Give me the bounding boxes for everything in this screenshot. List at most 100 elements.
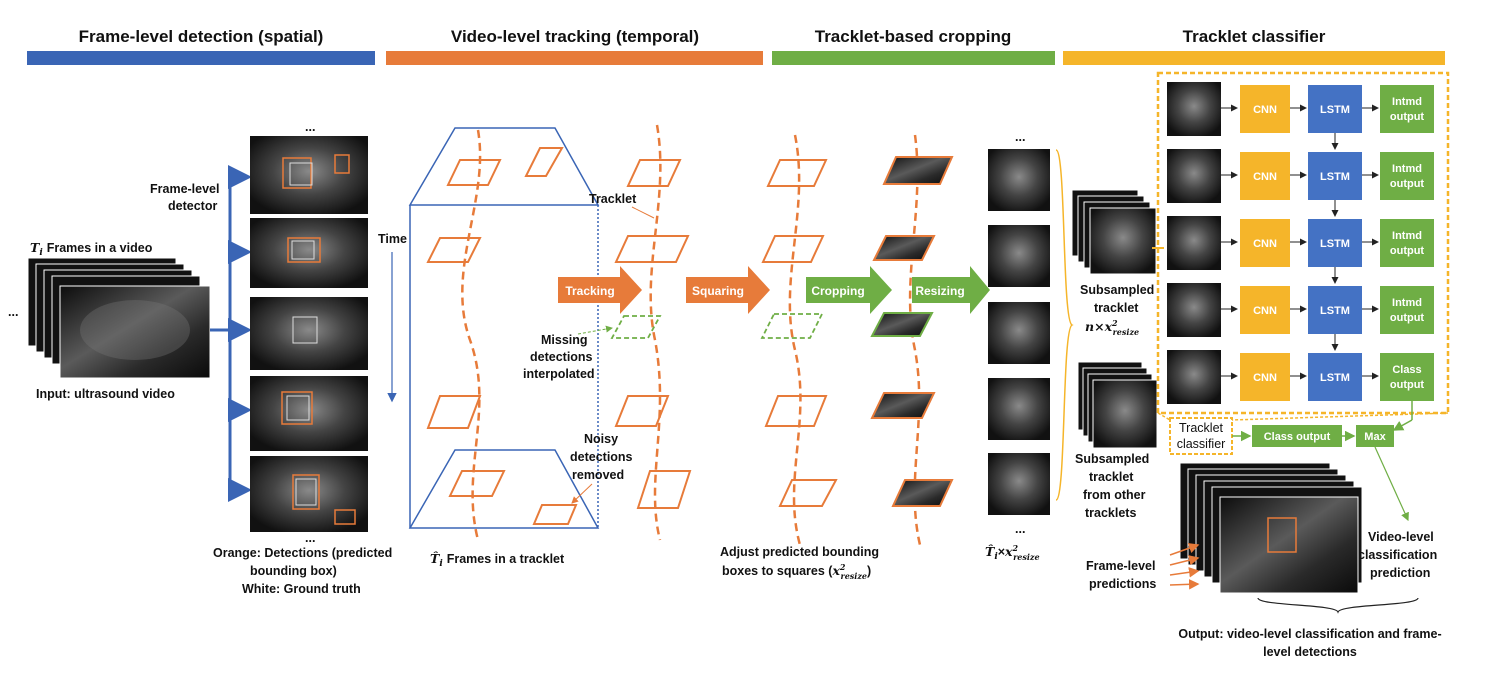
output-label-bottom: output [1390, 245, 1425, 257]
arrow-to-video-prediction [1374, 446, 1409, 522]
detection-frame-2 [250, 218, 368, 288]
output-label-1: Output: video-level classification and f… [1178, 627, 1441, 641]
lstm-label: LSTM [1320, 104, 1350, 116]
cnn-box [1240, 286, 1290, 334]
output-video-stack [1179, 462, 1363, 594]
adjust-label-1: Adjust predicted bounding [720, 545, 879, 559]
squared-interpolated [760, 313, 824, 339]
frame-level-detector-label-2: detector [168, 199, 217, 213]
lstm-label: LSTM [1320, 171, 1350, 183]
output-box [1380, 286, 1434, 334]
interpolated-detection [610, 315, 662, 339]
output-label-top: Intmd [1392, 163, 1422, 175]
classifier-row-1: CNN LSTM Intmd output [1167, 82, 1434, 150]
noisy-pointer [571, 483, 593, 504]
detection-frame-5 [250, 456, 368, 532]
subsampled-label-2: tracklet [1094, 301, 1139, 315]
output-label-2: level detections [1263, 645, 1357, 659]
cnn-label: CNN [1253, 305, 1277, 317]
header-bar-tracking [386, 51, 763, 65]
header-bar-classifier [1063, 51, 1445, 65]
cnn-label: CNN [1253, 104, 1277, 116]
tracklet-classifier-label-1: Tracklet [1179, 421, 1224, 435]
lstm-box [1308, 219, 1362, 267]
missing-label-3: interpolated [523, 367, 595, 381]
video-level-label-1: Video-level [1368, 530, 1434, 544]
output-label-bottom: output [1390, 379, 1425, 391]
video-level-label-2: classification [1358, 548, 1437, 562]
legend-white: White: Ground truth [242, 582, 361, 596]
output-box [1380, 85, 1434, 133]
lstm-label: LSTM [1320, 372, 1350, 384]
time-label: Time [378, 232, 407, 246]
input-label: Input: ultrasound video [36, 387, 175, 401]
cnn-label: CNN [1253, 372, 1277, 384]
step-arrow-tracking: Tracking [558, 266, 642, 314]
missing-label-1: Missing [541, 333, 588, 347]
class-output-to-max [1392, 419, 1413, 431]
cnn-label: CNN [1253, 238, 1277, 250]
tracklet-classifier-label-2: classifier [1177, 437, 1226, 451]
ellipsis-resized-top: ... [1015, 130, 1025, 144]
detections-raw [426, 147, 578, 525]
svg-text:Tracking: Tracking [565, 284, 614, 298]
tracklet-path-3 [788, 134, 802, 546]
frame-predictions-label-2: predictions [1089, 577, 1156, 591]
svg-text:Resizing: Resizing [915, 284, 964, 298]
noisy-label-1: Noisy [584, 432, 618, 446]
cnn-label: CNN [1253, 171, 1277, 183]
noisy-label-2: detections [570, 450, 633, 464]
other-label-3: from other [1083, 488, 1146, 502]
legend-orange-2: bounding box) [250, 564, 337, 578]
tracklet-classifier-box [1169, 417, 1233, 455]
classifier-zoom-line-1 [1157, 412, 1171, 421]
missing-pointer [577, 325, 613, 335]
resized-frames [988, 149, 1050, 515]
max-box: Max [1356, 425, 1394, 447]
video-level-label-3: prediction [1370, 566, 1430, 580]
header-bar-cropping [772, 51, 1055, 65]
detection-frame-4 [250, 376, 368, 451]
svg-text:Class output: Class output [1264, 431, 1331, 443]
output-label-bottom: output [1390, 312, 1425, 324]
ellipsis-detections-bottom: ... [305, 531, 315, 545]
output-label-top: Intmd [1392, 96, 1422, 108]
input-video-stack [27, 257, 211, 379]
lstm-box [1308, 85, 1362, 133]
ellipsis-detections-top: ... [305, 120, 315, 134]
lstm-box [1308, 152, 1362, 200]
output-box [1380, 353, 1434, 401]
cnn-box [1240, 219, 1290, 267]
svg-text:Max: Max [1364, 431, 1386, 443]
classifier-container [1156, 71, 1450, 415]
cnn-box [1240, 353, 1290, 401]
header-classifier: Tracklet classifier [1183, 27, 1326, 46]
detections-tracked [614, 159, 692, 509]
cropped-patches [870, 156, 954, 507]
tracklet-pointer [631, 206, 655, 219]
class-output-box: Class output [1252, 425, 1342, 447]
output-label-bottom: output [1390, 111, 1425, 123]
output-box [1380, 152, 1434, 200]
squared-boxes [761, 159, 838, 507]
classifier-frame [1167, 82, 1221, 136]
frame-prediction-arrows [1169, 543, 1200, 590]
lstm-box [1308, 286, 1362, 334]
svg-text:Squaring: Squaring [692, 284, 744, 298]
tracklet-path-1 [461, 129, 482, 541]
subsampled-label-1: Subsampled [1080, 283, 1154, 297]
other-label-4: tracklets [1085, 506, 1136, 520]
header-bar-detection [27, 51, 375, 65]
tracklet-path-2 [649, 124, 662, 541]
cnn-box [1240, 85, 1290, 133]
classifier-frame [1167, 216, 1221, 270]
classifier-frame [1167, 283, 1221, 337]
other-label-2: tracklet [1089, 470, 1134, 484]
